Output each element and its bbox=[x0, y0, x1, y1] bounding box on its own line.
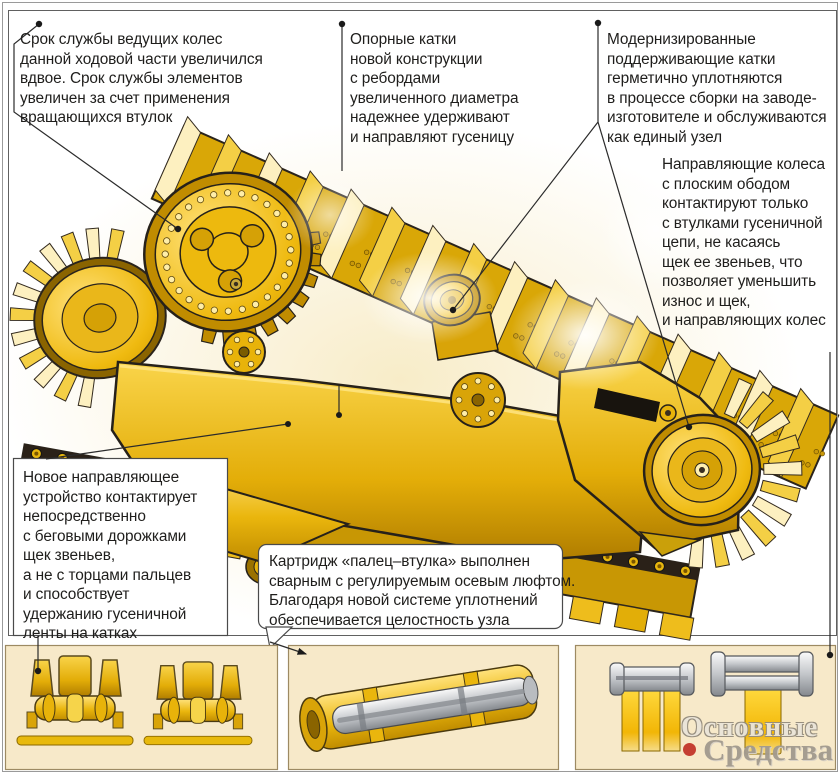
logo-word-sredstva: Средства bbox=[703, 732, 833, 767]
logo-red-dot-icon bbox=[683, 743, 697, 756]
callout-guide-device: Новое направляющее устройство контактиру… bbox=[23, 469, 198, 642]
leader-dots bbox=[34, 19, 834, 675]
callout-drive-wheels: Срок службы ведущих колес данной ходовой… bbox=[20, 31, 263, 126]
left-idler-wheel bbox=[33, 256, 167, 380]
leader-drive-wheels bbox=[13, 23, 179, 230]
leader-lines bbox=[13, 23, 831, 671]
callout-box-guide-device bbox=[12, 457, 229, 637]
right-idler-wheel bbox=[642, 413, 762, 527]
callout-track-rollers: Опорные катки новой конструкции с реборд… bbox=[350, 31, 519, 146]
logo-word-osnovnye: Основные bbox=[681, 712, 819, 743]
magazine-logo: Основные Средства bbox=[681, 712, 833, 767]
leader-guide-device bbox=[45, 423, 289, 460]
roller-cross-section-left bbox=[16, 655, 134, 746]
roller-cross-section-right bbox=[143, 661, 253, 746]
callout-idler-wheels: Направляющие колеса с плоским ободом кон… bbox=[662, 156, 826, 329]
idler-contact-right bbox=[710, 651, 814, 755]
airbrush-glows bbox=[285, 168, 710, 390]
callout-box-cartridge bbox=[257, 543, 564, 630]
drive-sprocket bbox=[143, 171, 322, 346]
leader-cartridge-arrow bbox=[269, 641, 308, 655]
cartridge-cutaway bbox=[299, 664, 539, 753]
leader-idler-wheel bbox=[597, 121, 690, 428]
callout-cartridge: Картридж «палец–втулка» выполнен сварным… bbox=[269, 553, 576, 629]
idler-contact-left bbox=[609, 662, 695, 752]
callout-carrier-rollers: Модернизированные поддерживающие катки г… bbox=[607, 31, 827, 146]
detail-panels bbox=[4, 644, 837, 771]
idler-assembly bbox=[556, 360, 762, 557]
